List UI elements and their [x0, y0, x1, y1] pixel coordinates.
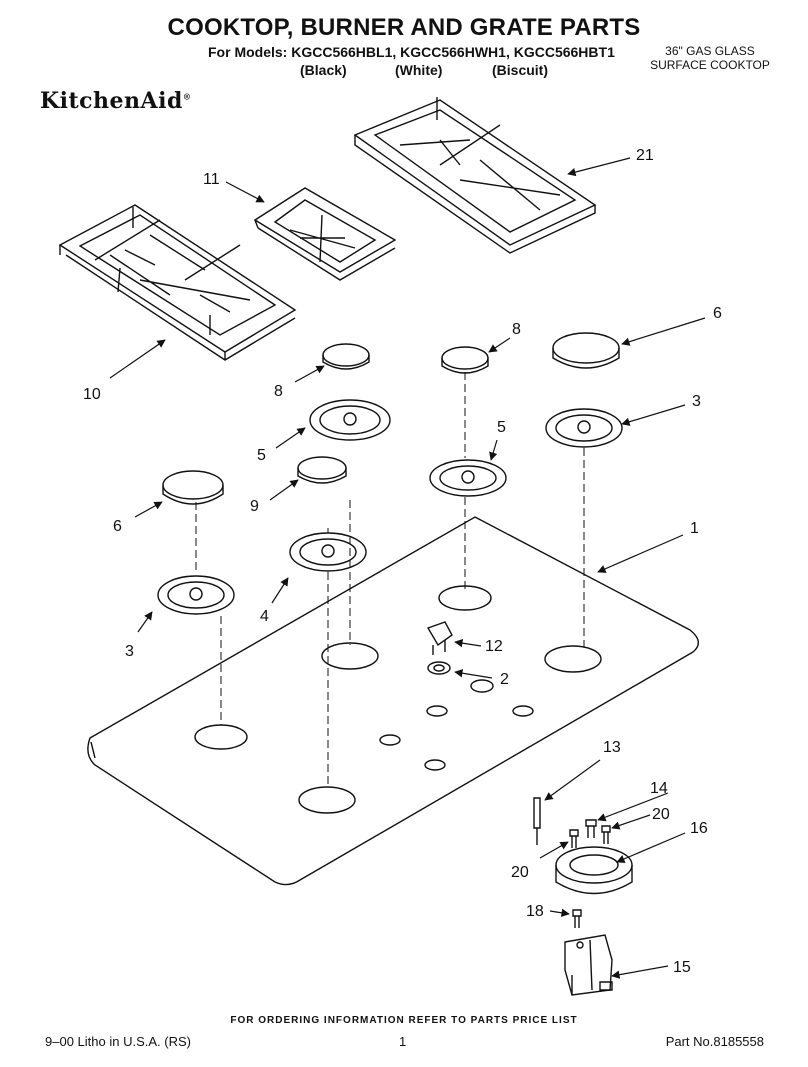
callout-5-right: 5	[497, 419, 506, 436]
valve-bracket	[564, 934, 613, 996]
burner-cap-small-center	[441, 346, 489, 374]
brand-name: KitchenAid	[40, 88, 183, 114]
burner-cap-small-front	[297, 456, 347, 484]
product-description: 36" GAS GLASS SURFACE COOKTOP	[635, 44, 785, 72]
callout-3-left: 3	[125, 643, 134, 660]
variant-black: (Black)	[300, 62, 347, 78]
cooktop-glass	[87, 516, 699, 886]
valve-seal	[427, 661, 451, 675]
burner-head-5	[157, 575, 235, 615]
callout-11: 11	[203, 171, 220, 188]
valve-knob	[426, 621, 453, 655]
burner-cap-small-left	[322, 343, 370, 370]
callout-20-right: 20	[652, 806, 670, 823]
callout-10: 10	[83, 386, 101, 403]
grate-right	[353, 97, 597, 254]
grate-center	[253, 187, 397, 281]
leader-arrows	[109, 157, 706, 979]
litho-note: 9–00 Litho in U.S.A. (RS)	[45, 1034, 191, 1049]
callout-4: 4	[260, 608, 269, 625]
variant-white: (White)	[395, 62, 443, 78]
callout-2: 2	[500, 671, 509, 688]
page-title: COOKTOP, BURNER AND GRATE PARTS	[167, 14, 641, 41]
callout-16: 16	[690, 820, 708, 837]
callout-20-left: 20	[511, 864, 529, 881]
callout-12: 12	[485, 638, 503, 655]
callout-labels: 21 11 10 8 8 6 6 5 5 3 3 9 4 1 12 2 13 1…	[83, 147, 722, 976]
igniter-electrode	[533, 797, 541, 845]
callout-8-right: 8	[512, 321, 521, 338]
assembly-lines	[195, 372, 585, 788]
screw-lower	[572, 909, 582, 928]
callout-14: 14	[650, 780, 668, 797]
burner-base	[555, 846, 633, 895]
grate-left	[58, 204, 297, 361]
callout-9: 9	[250, 498, 259, 515]
burner-head-2	[429, 459, 507, 497]
page-number: 1	[399, 1034, 407, 1049]
brand-logo: KitchenAid®	[40, 88, 192, 114]
callout-18: 18	[526, 903, 544, 920]
callout-6-right: 6	[713, 305, 722, 322]
callout-21: 21	[636, 147, 654, 164]
variant-biscuit: (Biscuit)	[492, 62, 548, 78]
callout-1: 1	[690, 520, 699, 537]
description-line-2: SURFACE COOKTOP	[650, 58, 770, 72]
ordering-note: FOR ORDERING INFORMATION REFER TO PARTS …	[230, 1015, 578, 1026]
screw-left	[569, 829, 579, 848]
callout-15: 15	[673, 959, 691, 976]
callout-6-left: 6	[113, 518, 122, 535]
models-line: For Models: KGCC566HBL1, KGCC566HWH1, KG…	[208, 44, 615, 60]
screw-right	[601, 825, 611, 844]
callout-13: 13	[603, 739, 621, 756]
description-line-1: 36" GAS GLASS	[665, 44, 755, 58]
burner-cap-large-left	[162, 470, 224, 505]
burner-cap-large-right	[552, 332, 620, 369]
part-number: Part No.8185558	[665, 1034, 764, 1049]
screw-center	[585, 819, 597, 838]
burner-head-3	[545, 408, 623, 448]
burner-head-4	[289, 532, 367, 572]
burner-head-1	[309, 399, 391, 441]
callout-8-left: 8	[274, 383, 283, 400]
callout-3-right: 3	[692, 393, 701, 410]
callout-5-left: 5	[257, 447, 266, 464]
